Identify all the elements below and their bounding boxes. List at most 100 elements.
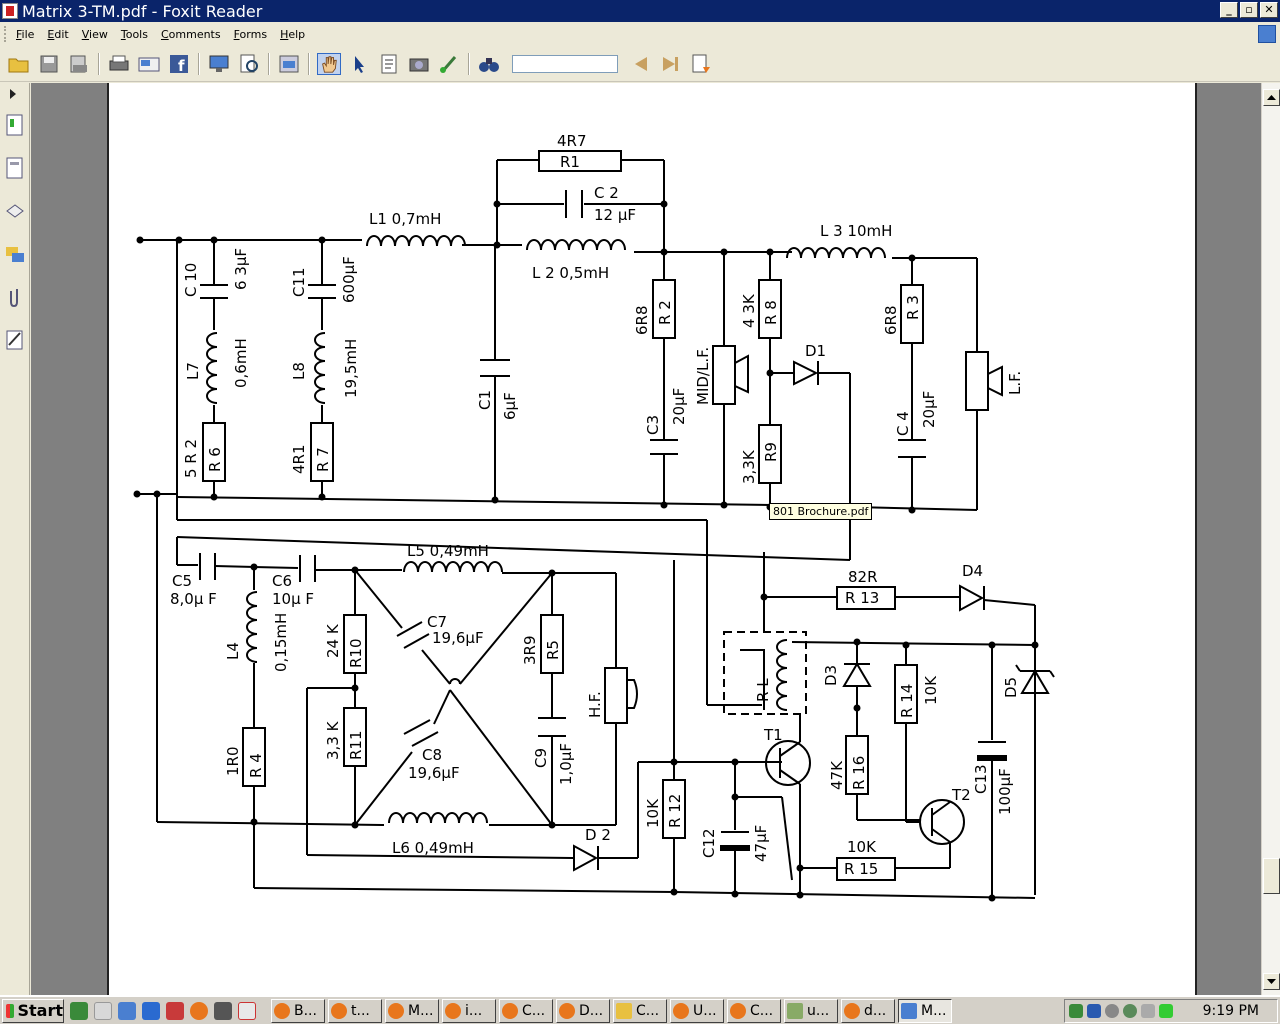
label-mid-lf: MID/L.F. [694, 347, 712, 405]
restore-button[interactable]: ▫ [1240, 2, 1258, 18]
start-button[interactable]: Start [2, 998, 64, 1023]
print-preview-icon[interactable] [67, 53, 91, 75]
label-hf: H.F. [586, 691, 604, 718]
tray-icon[interactable] [1105, 1004, 1119, 1018]
label-r13: R 13 [845, 589, 879, 607]
label-l7-value: 0,6mH [232, 338, 250, 388]
pen-icon[interactable] [437, 53, 461, 75]
menu-grip[interactable] [4, 26, 10, 42]
label-r11: R11 [347, 730, 365, 760]
taskbar-button[interactable]: d... [841, 998, 895, 1023]
label-r2-value: 6R8 [633, 305, 651, 335]
clock[interactable]: 9:19 PM [1202, 1003, 1259, 1019]
zoom-page-icon[interactable] [237, 53, 261, 75]
quicklaunch-icon[interactable] [118, 1001, 136, 1020]
app-icon [445, 1002, 461, 1019]
facebook-icon[interactable]: f [167, 53, 191, 75]
taskbar-button[interactable]: C... [613, 998, 667, 1023]
scrollbar-thumb[interactable] [1263, 858, 1280, 894]
label-l3: L 3 10mH [820, 222, 892, 240]
quicklaunch-icon[interactable] [70, 1001, 88, 1020]
tray-icon[interactable] [1123, 1004, 1137, 1018]
label-c7: C7 [427, 613, 447, 631]
menu-help[interactable]: Help [280, 27, 306, 41]
save-icon[interactable] [37, 53, 61, 75]
select-icon[interactable] [347, 53, 371, 75]
taskbar-button[interactable]: D... [556, 998, 610, 1023]
schematic-diagram: 4R7 R1 C 2 12 μF L1 0,7mH L 2 0,5mH L 3 … [133, 132, 1055, 902]
previous-icon[interactable] [629, 53, 653, 75]
taskbar-button[interactable]: i... [442, 998, 496, 1023]
tray-icon[interactable] [1141, 1004, 1155, 1018]
taskbar-button[interactable]: u... [784, 998, 838, 1023]
quicklaunch-icon[interactable] [94, 1001, 112, 1020]
attachments-icon[interactable] [5, 285, 25, 309]
taskbar-button[interactable]: U... [670, 998, 724, 1023]
comments-icon[interactable] [5, 242, 25, 266]
pages-icon[interactable] [5, 156, 25, 180]
label-c4-value: 20μF [920, 391, 938, 428]
toolbar-separator [468, 52, 470, 75]
print-icon[interactable] [107, 53, 131, 75]
snapshot-icon[interactable] [407, 53, 431, 75]
text-select-icon[interactable] [377, 53, 401, 75]
expand-panel-icon[interactable] [10, 89, 16, 99]
firefox-icon[interactable] [190, 1001, 208, 1020]
open-icon[interactable] [7, 53, 31, 75]
binoculars-icon[interactable] [477, 53, 501, 75]
taskbar-button[interactable]: C... [499, 998, 553, 1023]
quicklaunch-icon[interactable] [142, 1001, 160, 1020]
menu-comments[interactable]: Comments [160, 27, 221, 41]
start-label: Start [17, 1001, 63, 1020]
taskbar-button[interactable]: t... [328, 998, 382, 1023]
tray-icon[interactable] [1159, 1004, 1173, 1018]
app-icon [730, 1002, 746, 1019]
hand-icon[interactable] [317, 52, 341, 75]
menu-bar: File Edit View Tools Comments Forms Help [0, 22, 1280, 46]
label-r5-value: 3R9 [521, 635, 539, 665]
title-bar: Matrix 3-TM.pdf - Foxit Reader _ ▫ ✕ [0, 0, 1280, 22]
layers-icon[interactable] [5, 199, 25, 223]
tray-icon[interactable] [1069, 1004, 1083, 1018]
label-c11: C11 [290, 267, 308, 297]
vertical-scrollbar[interactable] [1261, 83, 1280, 995]
search-input[interactable] [512, 54, 618, 73]
next-icon[interactable] [659, 53, 683, 75]
tray-icon[interactable] [1087, 1004, 1101, 1018]
label-l4-value: 0,15mH [272, 613, 290, 672]
app-icon [844, 1002, 860, 1019]
menu-forms[interactable]: Forms [233, 27, 268, 41]
scroll-down-button[interactable] [1263, 973, 1280, 990]
monitor-icon[interactable] [207, 53, 231, 75]
label-r14-value: 10K [922, 675, 940, 705]
page-icon[interactable] [277, 53, 301, 75]
calendar-icon[interactable] [238, 1001, 256, 1020]
minimize-button[interactable]: _ [1220, 2, 1238, 18]
taskbar-button[interactable]: M... [385, 998, 439, 1023]
document-viewer[interactable]: 4R7 R1 C 2 12 μF L1 0,7mH L 2 0,5mH L 3 … [31, 83, 1261, 995]
scroll-up-button[interactable] [1263, 89, 1280, 106]
taskbar-button-active[interactable]: M... [898, 998, 952, 1023]
signatures-icon[interactable] [5, 328, 25, 352]
menu-view[interactable]: View [81, 27, 108, 41]
label-c2-value: 12 μF [594, 206, 636, 224]
menu-file[interactable]: File [16, 27, 35, 41]
label-c13: C13 [972, 764, 990, 794]
email-icon[interactable] [137, 53, 161, 75]
bookmarks-icon[interactable] [5, 113, 25, 137]
close-button[interactable]: ✕ [1260, 2, 1278, 18]
foxit-app-icon[interactable] [2, 3, 18, 19]
menu-tools[interactable]: Tools [120, 27, 148, 41]
menu-edit[interactable]: Edit [47, 27, 69, 41]
label-c6-value: 10μ F [272, 590, 314, 608]
window-title: Matrix 3-TM.pdf - Foxit Reader [22, 1, 263, 21]
label-c8-value: 19,6μF [408, 764, 460, 782]
taskbar-button[interactable]: C... [727, 998, 781, 1023]
label-c1: C1 [476, 390, 494, 410]
taskbar-button[interactable]: B... [271, 998, 325, 1023]
label-c3-value: 20μF [670, 388, 688, 425]
document-icon[interactable] [689, 53, 713, 75]
quicklaunch-icon[interactable] [214, 1001, 232, 1020]
document-restore-icon[interactable] [1258, 25, 1276, 43]
quicklaunch-icon[interactable] [166, 1001, 184, 1020]
